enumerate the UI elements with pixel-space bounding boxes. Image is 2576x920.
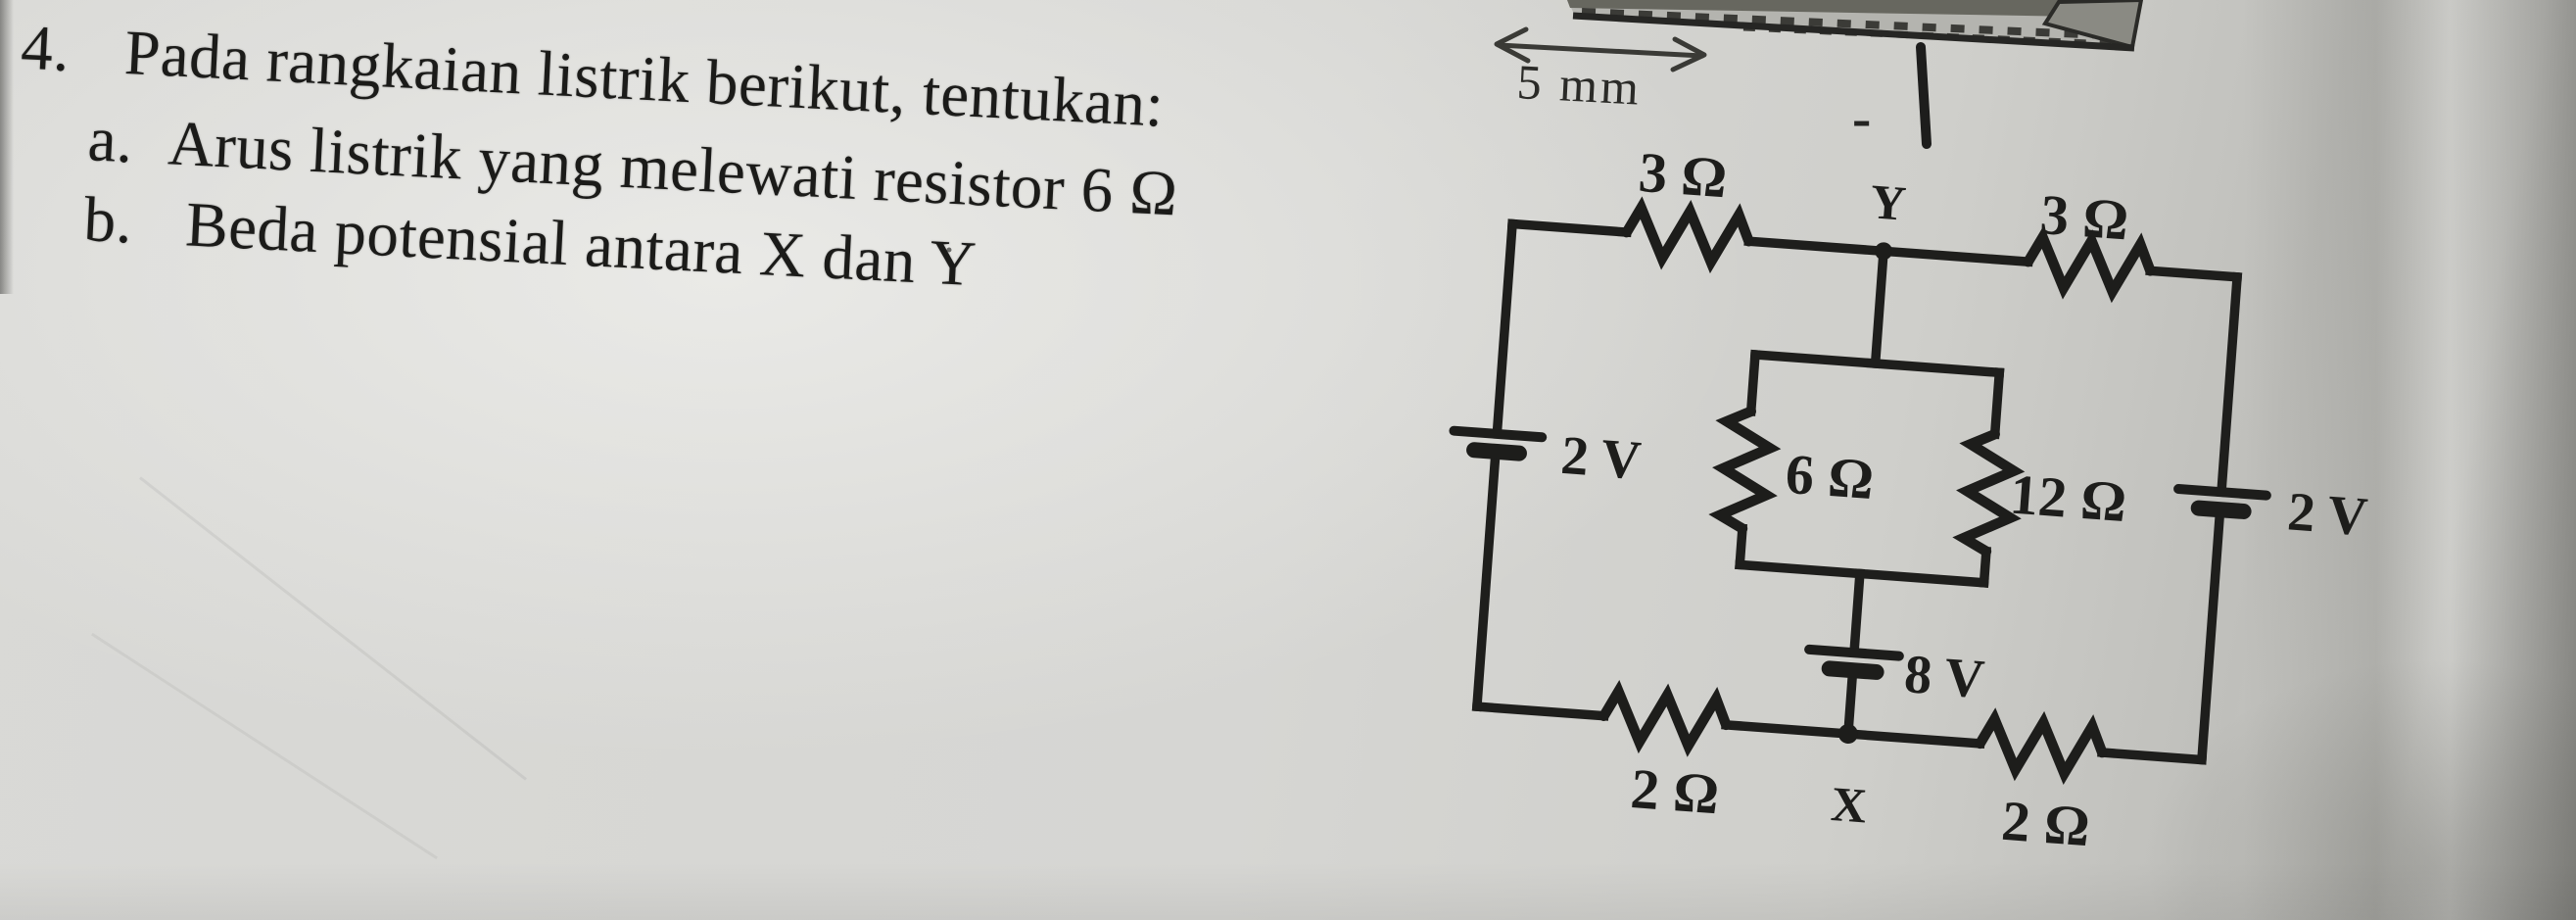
wire-left-upper (1492, 218, 1518, 438)
dimension-arrow-5mm: 5 mm (1494, 26, 1707, 116)
slab-figure-cropped: 5 mm - (1494, 0, 2144, 150)
slab-bottom-edge (1572, 12, 2135, 52)
wire-right-upper (2216, 271, 2243, 498)
box-left-upper (1745, 349, 1761, 416)
battery-2v-right-short-plate (2190, 500, 2252, 519)
dimension-arrow-shaft (1496, 42, 1705, 59)
node-x-dot (1837, 723, 1858, 744)
wire-node-y-drop (1870, 246, 1889, 369)
resistor-3ohm-top-right (2023, 225, 2156, 304)
battery-2v-right-long-plate (2173, 484, 2271, 501)
resistor-6ohm-label: 6 Ω (1784, 442, 1876, 511)
wire-bottom-left (1471, 702, 1609, 721)
slab-top-strip (1567, 0, 2140, 18)
wire-top-left (1507, 218, 1632, 238)
resistor-3ohm-top-left (1621, 196, 1754, 274)
battery-8v-long-plate (1804, 644, 1904, 661)
box-left-lower (1735, 523, 1748, 570)
dimension-arrowhead-left (1494, 26, 1531, 64)
wire-right-lower (2196, 507, 2225, 765)
wire-battery8-lower (1842, 667, 1858, 740)
wire-top-right (2145, 266, 2243, 282)
resistor-2ohm-bottom-right-label: 2 Ω (1999, 789, 2091, 858)
stray-ink-dot: · (942, 228, 956, 273)
resistor-6ohm-middle-left (1708, 406, 1782, 534)
battery-2v-left-label: 2 V (1559, 425, 1644, 492)
wire-left-lower (1471, 448, 1501, 712)
resistor-3ohm-top-left-label: 3 Ω (1637, 140, 1729, 210)
battery-2v-right-label: 2 V (2285, 481, 2369, 548)
circuit-diagram: 3 Ω Y 3 Ω 2 V 6 Ω 12 Ω 2 V 8 V 2 Ω X 2 Ω (1449, 140, 2369, 858)
negative-terminal-sign: - (1852, 86, 1871, 150)
resistor-2ohm-bottom-right (1975, 707, 2108, 785)
node-x-label: X (1830, 776, 1869, 833)
wire-battery8-upper (1848, 568, 1865, 658)
dimension-label: 5 mm (1515, 54, 1643, 116)
battery-8v-short-plate (1821, 660, 1884, 680)
box-right-upper (1989, 367, 2005, 440)
resistor-12ohm-middle-right (1952, 428, 2026, 557)
resistor-2ohm-bottom-left-label: 2 Ω (1629, 756, 1721, 826)
node-y-dot (1875, 242, 1893, 261)
battery-8v-label: 8 V (1902, 644, 1986, 710)
resistor-12ohm-label: 12 Ω (2008, 462, 2128, 535)
battery-2v-right (2173, 484, 2271, 519)
slab-terminal-wire (1916, 42, 1932, 149)
slab-dotted-row-1 (1581, 8, 2107, 39)
dimension-arrowhead-right (1670, 36, 1707, 73)
box-top-wire (1749, 349, 2005, 378)
resistor-2ohm-bottom-left (1598, 680, 1732, 757)
box-right-lower (1979, 546, 1991, 588)
node-y-label: Y (1869, 173, 1908, 230)
wire-bottom-right (2097, 747, 2207, 765)
battery-2v-left-short-plate (1466, 442, 1527, 461)
resistor-3ohm-top-right-label: 3 Ω (2038, 182, 2130, 252)
battery-2v-left-long-plate (1449, 425, 1548, 443)
battery-8v-middle (1804, 644, 1904, 680)
battery-2v-left (1449, 425, 1548, 461)
